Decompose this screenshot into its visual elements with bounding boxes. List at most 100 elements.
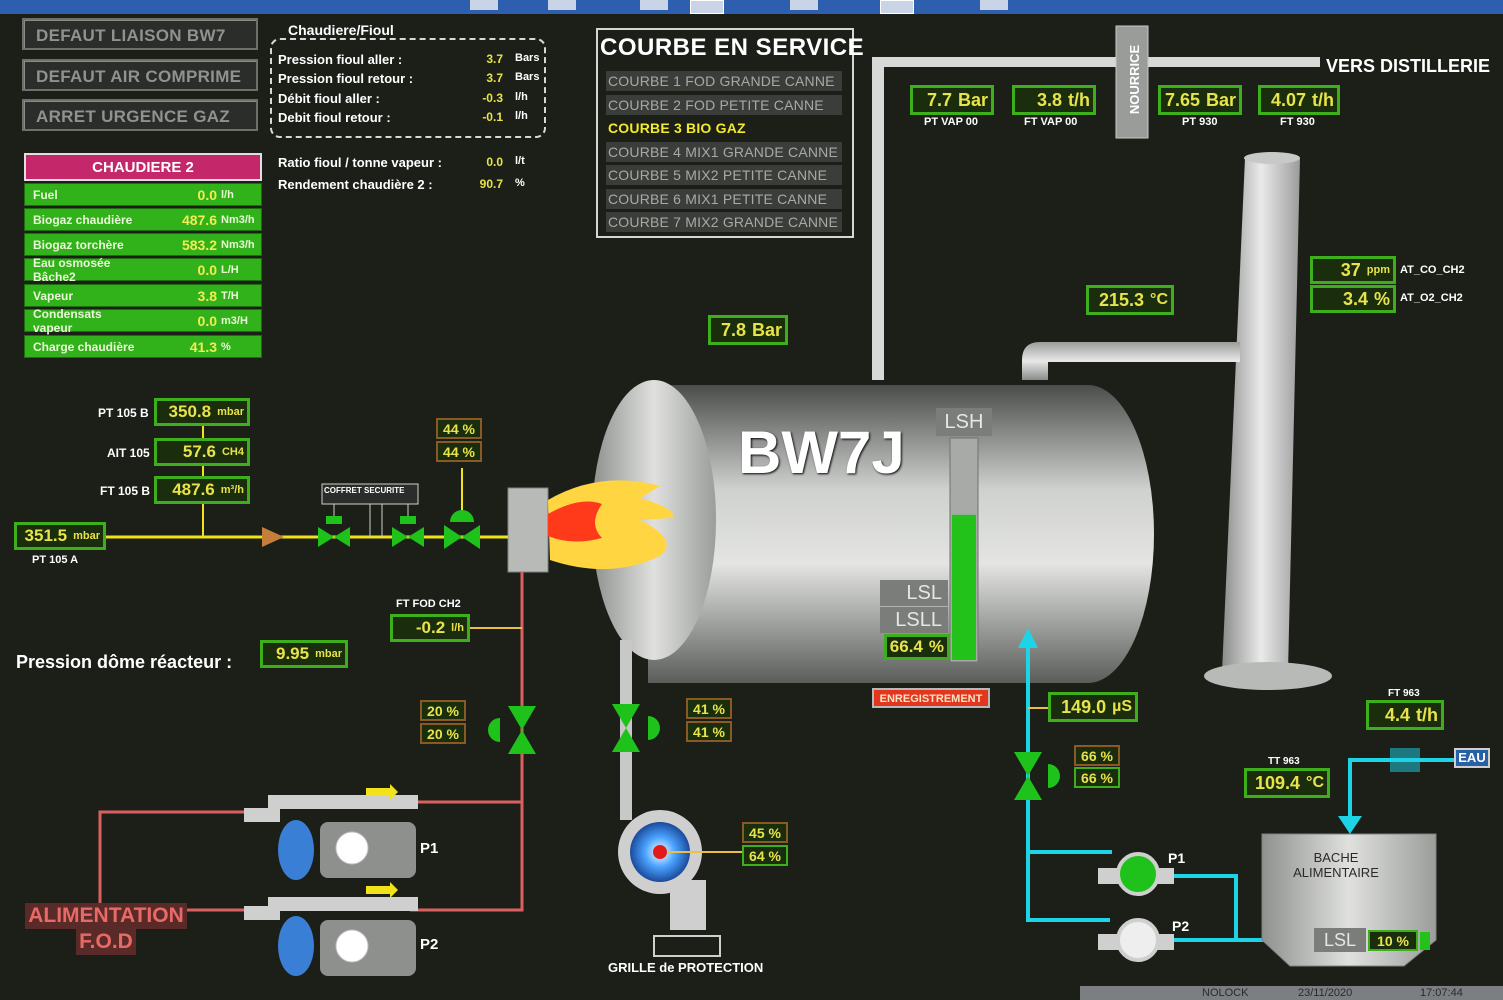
bache-level: 10 % [1368, 930, 1418, 951]
curve-item-2[interactable]: COURBE 2 FOD PETITE CANNE [606, 95, 842, 115]
alarm-arret-urgence[interactable]: ARRET URGENCE GAZ [22, 99, 258, 131]
lsl-label: LSL [880, 580, 948, 606]
lsll-label: LSLL [880, 607, 948, 633]
fw-pump1-label: P1 [1168, 850, 1186, 866]
protection-grille [653, 935, 721, 957]
toolbar-button[interactable] [880, 0, 914, 14]
toolbar-button[interactable] [548, 0, 576, 10]
chaudiere-title: CHAUDIERE 2 [24, 153, 262, 181]
curve-item-5[interactable]: COURBE 5 MIX2 PETITE CANNE [606, 165, 842, 185]
fod-pump1-label: P1 [420, 840, 439, 857]
coffret-label: COFFRET SECURITE [324, 486, 405, 495]
alarm-defaut-liaison[interactable]: DEFAUT LIAISON BW7 [22, 18, 258, 50]
pump1-arrow [366, 784, 398, 800]
safety-valve-2[interactable] [392, 516, 424, 547]
feedwater-pump-2[interactable] [1098, 918, 1174, 962]
toolbar-button[interactable] [790, 0, 818, 10]
curve-item-3[interactable]: COURBE 3 BIO GAZ [608, 120, 746, 136]
alarm-defaut-air[interactable]: DEFAUT AIR COMPRIME [22, 59, 258, 91]
vers-distillerie: VERS DISTILLERIE [1326, 56, 1491, 76]
pt105a-tag: PT 105 A [32, 554, 79, 566]
alimentation-fod: ALIMENTATION F.O.D [18, 903, 194, 955]
fod-valve-pos: 20 % [420, 723, 466, 744]
curve-item-6[interactable]: COURBE 6 MIX1 PETITE CANNE [606, 189, 842, 209]
water-valve-pos: 66 % [1074, 767, 1120, 788]
chimney-base [1204, 662, 1332, 690]
boiler-level: 66.4% [884, 634, 950, 660]
co-tag: AT_CO_CH2 [1400, 264, 1465, 276]
curves-panel [596, 28, 854, 238]
air-valve-cmd: 41 % [686, 698, 732, 719]
fw-pump2-label: P2 [1172, 918, 1190, 934]
air-control-valve[interactable] [612, 704, 660, 752]
boiler-rear-end [1022, 385, 1154, 683]
o2-tag: AT_O2_CH2 [1400, 292, 1463, 304]
toolbar-button[interactable] [470, 0, 498, 10]
ft105b-tag: FT 105 B [100, 484, 151, 498]
feedwater-pipe [1026, 640, 1110, 922]
recording-button[interactable]: ENREGISTREMENT [872, 688, 990, 708]
curve-item-4[interactable]: COURBE 4 MIX1 GRANDE CANNE [606, 142, 842, 162]
nourrice-label: NOURRICE [1127, 44, 1143, 115]
curve-item-7[interactable]: COURBE 7 MIX2 GRANDE CANNE [606, 212, 842, 232]
fod-pump-2[interactable] [244, 897, 418, 976]
grille-label: GRILLE de PROTECTION [608, 960, 764, 975]
fan-cmd: 45 % [742, 822, 788, 843]
curve-item-1[interactable]: COURBE 1 FOD GRANDE CANNE [606, 71, 842, 91]
nourrice-collector [1115, 25, 1149, 139]
air-valve-pos: 41 % [686, 721, 732, 742]
feedwater-pump-1[interactable] [1098, 852, 1174, 896]
flue-duct [1022, 342, 1240, 380]
chimney [1222, 158, 1300, 672]
safety-valve-1[interactable] [318, 516, 350, 547]
toolbar-button[interactable] [690, 0, 724, 14]
fioul-panel [270, 38, 546, 138]
fod-feed-pipe [98, 810, 270, 912]
fod-valve-cmd: 20 % [420, 700, 466, 721]
combustion-fan[interactable] [618, 810, 706, 930]
feedwater-control-valve[interactable] [1014, 752, 1060, 800]
gas-control-valve[interactable] [444, 510, 480, 549]
status-bar: NOLOCK 23/11/2020 17:07:44 [1080, 986, 1503, 1000]
fan-pos: 64 % [742, 845, 788, 866]
pt-vap-00-tag: PT VAP 00 [924, 116, 979, 128]
lsh-label: LSH [936, 408, 992, 436]
tt963-tag: TT 963 [1268, 756, 1300, 767]
fod-pump-1[interactable] [244, 795, 418, 880]
pt-930-tag: PT 930 [1182, 116, 1218, 128]
flow-arrow [262, 527, 284, 547]
toolbar-button[interactable] [640, 0, 668, 10]
boiler-front-end [592, 380, 716, 660]
water-inlet-arrow [1338, 816, 1362, 834]
bache-label: BACHE ALIMENTAIRE [1293, 850, 1379, 880]
curves-title: COURBE EN SERVICE [600, 34, 865, 61]
reactor-label: Pression dôme réacteur : [16, 652, 233, 672]
eau-label: EAU [1454, 748, 1490, 768]
feedwater-arrow-up [1018, 628, 1038, 648]
ft-vap-00-tag: FT VAP 00 [1024, 116, 1078, 128]
toolbar [0, 0, 1503, 14]
status-date: 23/11/2020 [1298, 987, 1353, 999]
fumes-temp: 215.3°C [1086, 285, 1174, 315]
fod-control-valve[interactable] [488, 706, 536, 754]
alimentation-label: ALIMENTATION [25, 903, 187, 929]
toolbar-button[interactable] [980, 0, 1008, 10]
